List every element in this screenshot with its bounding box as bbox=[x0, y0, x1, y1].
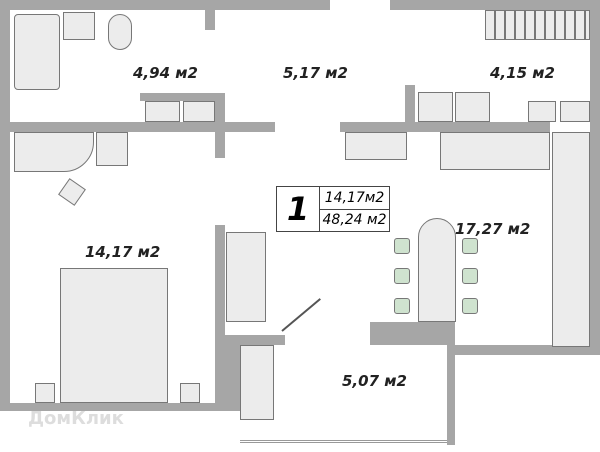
wall-balcony-left bbox=[225, 335, 240, 410]
room-area-hallway: 5,17 м2 bbox=[283, 64, 348, 82]
living-area: 14,17м2 bbox=[320, 187, 389, 210]
dining-table bbox=[418, 218, 456, 322]
room-area-wardrobe: 4,15 м2 bbox=[490, 64, 555, 82]
bedside-table bbox=[180, 383, 200, 403]
bed bbox=[60, 268, 168, 403]
bathroom-cabinet bbox=[145, 101, 180, 122]
bathroom-cabinet bbox=[183, 101, 215, 122]
toilet bbox=[108, 14, 132, 50]
wall-wardrobe bbox=[405, 85, 415, 132]
wardrobe-rack bbox=[485, 10, 590, 40]
dining-chair bbox=[462, 298, 478, 314]
wardrobe-cabinet bbox=[418, 92, 453, 122]
kitchen-column bbox=[552, 132, 590, 347]
sink bbox=[63, 12, 95, 40]
kitchen-counter bbox=[440, 132, 550, 170]
bedside-table bbox=[35, 383, 55, 403]
dining-chair bbox=[394, 268, 410, 284]
desk bbox=[14, 132, 94, 172]
wall-top-right bbox=[390, 0, 600, 10]
door-swing bbox=[281, 298, 321, 332]
wardrobe-cabinet bbox=[560, 101, 590, 122]
dining-chair bbox=[462, 238, 478, 254]
total-area: 48,24 м2 bbox=[322, 212, 387, 229]
room-area-kitchen: 17,27 м2 bbox=[455, 220, 531, 238]
wall-right bbox=[590, 0, 600, 355]
desk-cabinet bbox=[96, 132, 128, 166]
bathtub bbox=[14, 14, 60, 90]
dining-chair bbox=[394, 298, 410, 314]
desk-chair bbox=[58, 178, 86, 206]
wall-bedroom-top bbox=[10, 122, 275, 132]
tv-stand bbox=[345, 132, 407, 160]
room-area-bedroom: 14,17 м2 bbox=[85, 243, 161, 261]
room-area-balcony: 5,07 м2 bbox=[342, 372, 407, 390]
sofa bbox=[226, 232, 266, 322]
watermark: ДомКлик bbox=[28, 408, 124, 429]
wall-bedroom-bottom bbox=[0, 403, 240, 411]
wall-top-left bbox=[0, 0, 330, 10]
dining-chair bbox=[462, 268, 478, 284]
room-area-bathroom: 4,94 м2 bbox=[133, 64, 198, 82]
wall-bathroom-hall bbox=[140, 93, 220, 101]
wall-kitchen-bottom-right bbox=[455, 345, 600, 355]
apartment-info-box: 1 14,17м2 48,24 м2 bbox=[276, 186, 390, 232]
wall-bedroom-right bbox=[215, 225, 225, 410]
wall-kitchen-top bbox=[340, 122, 550, 132]
wall-bathroom-door bbox=[205, 0, 215, 30]
wardrobe-cabinet bbox=[528, 101, 556, 122]
hall-cabinet bbox=[240, 345, 274, 420]
wall-balcony-top bbox=[225, 335, 285, 345]
wall-hall-center bbox=[215, 93, 225, 158]
wardrobe-cabinet bbox=[455, 92, 490, 122]
wall-kitchen-bottom bbox=[370, 322, 455, 345]
balcony-glazing bbox=[240, 440, 447, 443]
dining-chair bbox=[394, 238, 410, 254]
rooms-count: 1 bbox=[277, 187, 320, 231]
wall-balcony-right bbox=[447, 345, 455, 445]
wall-left bbox=[0, 0, 10, 410]
